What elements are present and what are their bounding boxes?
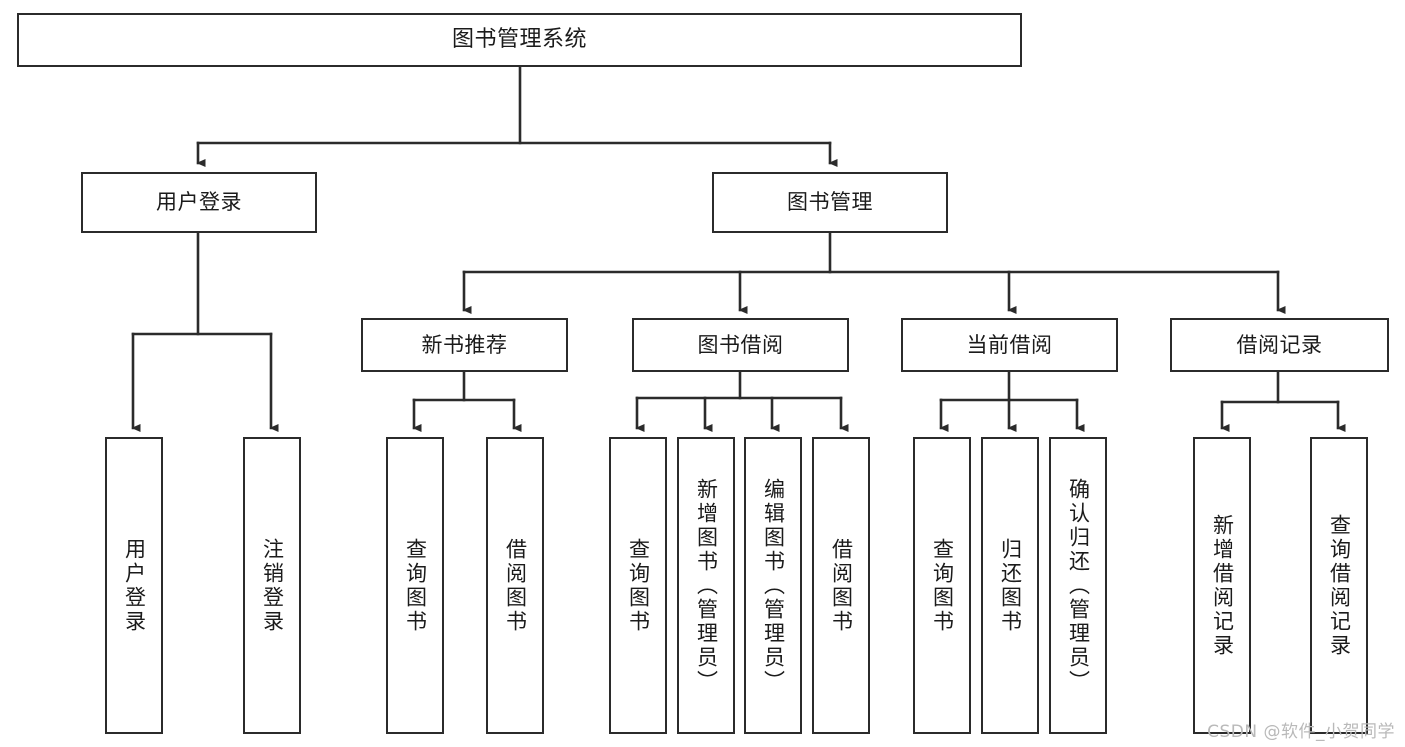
node-label: 注销登录 bbox=[260, 537, 285, 634]
node-leaf-recommend-borrow-book[interactable]: 借阅图书 bbox=[486, 437, 544, 734]
node-label: 新书推荐 bbox=[421, 332, 508, 357]
node-leaf-borrow-book[interactable]: 借阅图书 bbox=[812, 437, 870, 734]
node-label: 用户登录 bbox=[122, 537, 147, 634]
node-leaf-logout[interactable]: 注销登录 bbox=[243, 437, 301, 734]
node-label: 当前借阅 bbox=[966, 332, 1053, 357]
node-leaf-recommend-query-book[interactable]: 查询图书 bbox=[386, 437, 444, 734]
node-label: 查询图书 bbox=[403, 537, 428, 634]
node-leaf-add-borrow-record[interactable]: 新增借阅记录 bbox=[1193, 437, 1251, 734]
node-label: 借阅图书 bbox=[503, 537, 528, 634]
node-label: 查询图书 bbox=[930, 537, 955, 634]
node-leaf-return-book[interactable]: 归还图书 bbox=[981, 437, 1039, 734]
node-leaf-user-login[interactable]: 用户登录 bbox=[105, 437, 163, 734]
node-label: 借阅图书 bbox=[829, 537, 854, 634]
node-new-book-recommend[interactable]: 新书推荐 bbox=[361, 318, 568, 372]
node-leaf-current-query-book[interactable]: 查询图书 bbox=[913, 437, 971, 734]
node-label: 借阅记录 bbox=[1236, 332, 1323, 357]
node-label: 查询图书 bbox=[626, 537, 651, 634]
node-leaf-query-borrow-record[interactable]: 查询借阅记录 bbox=[1310, 437, 1368, 734]
watermark-text: CSDN @软件_小贺同学 bbox=[1207, 722, 1395, 742]
node-leaf-edit-book-admin[interactable]: 编辑图书（管理员） bbox=[744, 437, 802, 734]
node-label: 查询借阅记录 bbox=[1327, 513, 1352, 658]
node-label: 新增图书（管理员） bbox=[694, 477, 719, 694]
node-user-login[interactable]: 用户登录 bbox=[81, 172, 317, 233]
node-root-book-management-system[interactable]: 图书管理系统 bbox=[17, 13, 1022, 67]
node-borrow-record[interactable]: 借阅记录 bbox=[1170, 318, 1389, 372]
node-label: 图书管理系统 bbox=[451, 27, 587, 53]
node-label: 图书借阅 bbox=[697, 332, 784, 357]
node-leaf-confirm-return-admin[interactable]: 确认归还（管理员） bbox=[1049, 437, 1107, 734]
node-label: 新增借阅记录 bbox=[1210, 513, 1235, 658]
node-leaf-borrow-query-book[interactable]: 查询图书 bbox=[609, 437, 667, 734]
node-book-management[interactable]: 图书管理 bbox=[712, 172, 948, 233]
node-label: 确认归还（管理员） bbox=[1066, 477, 1091, 694]
node-label: 归还图书 bbox=[998, 537, 1023, 634]
node-label: 用户登录 bbox=[156, 190, 242, 215]
node-leaf-add-book-admin[interactable]: 新增图书（管理员） bbox=[677, 437, 735, 734]
node-book-borrow[interactable]: 图书借阅 bbox=[632, 318, 849, 372]
node-label: 编辑图书（管理员） bbox=[761, 477, 786, 694]
node-label: 图书管理 bbox=[787, 190, 873, 215]
node-current-borrow[interactable]: 当前借阅 bbox=[901, 318, 1118, 372]
